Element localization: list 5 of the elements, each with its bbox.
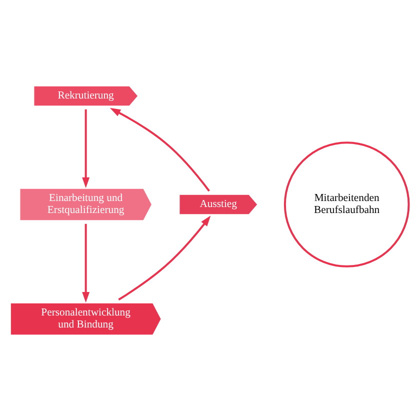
arrow <box>82 223 90 302</box>
node-circle: Mitarbeitenden Berufslaufbahn <box>284 141 410 267</box>
arrow <box>118 215 211 300</box>
arrow <box>110 107 210 192</box>
arrow <box>82 108 90 188</box>
